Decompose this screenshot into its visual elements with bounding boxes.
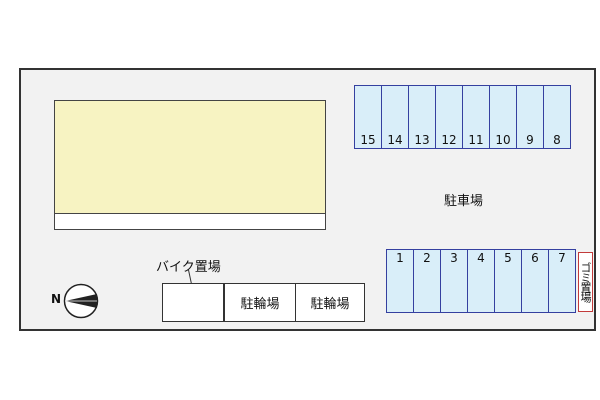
- north-letter: N: [51, 292, 62, 306]
- stall-number: 15: [360, 133, 376, 147]
- stall-number: 6: [531, 251, 539, 265]
- stall-number: 5: [504, 251, 512, 265]
- parking-stall: 2: [413, 249, 441, 313]
- parking-stall: 12: [435, 85, 463, 149]
- stall-number: 9: [526, 133, 534, 147]
- bike-parking-label: バイク置場: [156, 260, 221, 275]
- garbage-area: ゴミ置場: [578, 252, 593, 312]
- building-corridor: [54, 214, 326, 230]
- parking-stall: 11: [462, 85, 490, 149]
- bicycle-parking-label: 駐輪場: [240, 297, 280, 312]
- apartment-building: [54, 100, 326, 214]
- parking-stall: 6: [521, 249, 549, 313]
- parking-stall: 14: [381, 85, 409, 149]
- parking-stall: 4: [467, 249, 495, 313]
- parking-stall: 5: [494, 249, 522, 313]
- bicycle-parking-1: 駐輪場: [224, 283, 296, 322]
- stall-number: 4: [477, 251, 485, 265]
- bicycle-parking-label: 駐輪場: [310, 297, 350, 312]
- stall-number: 14: [387, 133, 403, 147]
- parking-lot-label: 駐車場: [444, 194, 484, 209]
- stall-number: 7: [558, 251, 566, 265]
- stall-number: 8: [553, 133, 561, 147]
- north-arrow-icon: [63, 283, 99, 319]
- parking-stall: 7: [548, 249, 576, 313]
- bicycle-parking-2: 駐輪場: [295, 283, 365, 322]
- stall-number: 3: [450, 251, 458, 265]
- parking-stall: 13: [408, 85, 436, 149]
- parking-stall: 8: [543, 85, 571, 149]
- parking-stall: 15: [354, 85, 382, 149]
- parking-stall: 3: [440, 249, 468, 313]
- stall-number: 2: [423, 251, 431, 265]
- bike-parking-area: [162, 283, 224, 322]
- stall-number: 11: [468, 133, 484, 147]
- stall-number: 13: [414, 133, 430, 147]
- parking-stall: 10: [489, 85, 517, 149]
- stall-number: 1: [396, 251, 404, 265]
- parking-stall: 9: [516, 85, 544, 149]
- stall-number: 12: [441, 133, 457, 147]
- stall-number: 10: [495, 133, 511, 147]
- parking-stall: 1: [386, 249, 414, 313]
